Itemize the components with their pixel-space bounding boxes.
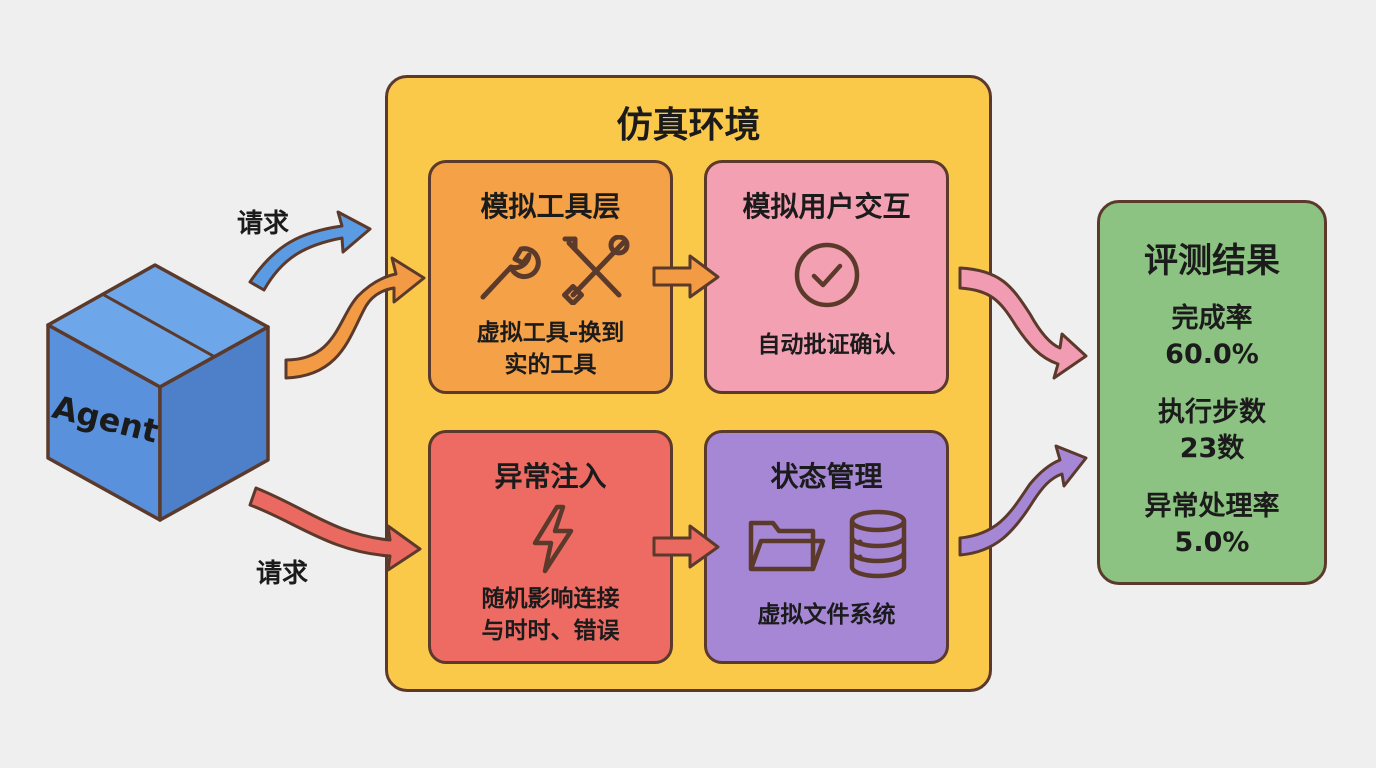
arrow-error-to-state bbox=[652, 524, 720, 569]
evaluation-results-panel: 评测结果 完成率 60.0% 执行步数 23数 异常处理率 5.0% bbox=[1097, 200, 1327, 585]
arrow-agent-to-tools bbox=[284, 256, 426, 380]
card-user-title: 模拟用户交互 bbox=[742, 190, 911, 223]
database-icon bbox=[849, 509, 907, 579]
lightning-icon bbox=[532, 504, 574, 574]
arrow-agent-request-blue bbox=[248, 210, 372, 292]
results-title: 评测结果 bbox=[1144, 241, 1280, 281]
check-circle-icon bbox=[794, 242, 860, 308]
card-tools-desc-line2: 实的工具 bbox=[504, 352, 597, 378]
environment-title: 仿真环境 bbox=[616, 105, 761, 146]
metric-exception-label: 异常处理率 bbox=[1144, 491, 1280, 522]
metric-completion-label: 完成率 bbox=[1171, 303, 1253, 334]
metric-exception-value: 5.0% bbox=[1174, 527, 1250, 558]
card-error-desc-line2: 与时时、错误 bbox=[481, 618, 620, 644]
card-user-desc: 自动批证确认 bbox=[757, 332, 896, 358]
card-simulated-user: 模拟用户交互 自动批证确认 bbox=[704, 160, 949, 394]
tools-cross-icon bbox=[562, 235, 630, 305]
folder-icon bbox=[748, 520, 826, 572]
metric-steps-label: 执行步数 bbox=[1158, 397, 1266, 428]
arrow-state-to-results bbox=[958, 444, 1088, 557]
card-error-desc-line1: 随机影响连接 bbox=[481, 586, 620, 612]
card-error-title: 异常注入 bbox=[494, 460, 607, 493]
agent-cube: Agent bbox=[46, 263, 270, 522]
card-tools-title: 模拟工具层 bbox=[480, 190, 621, 223]
card-state-title: 状态管理 bbox=[770, 460, 883, 493]
metric-completion-value: 60.0% bbox=[1165, 339, 1259, 370]
metric-steps-value: 23数 bbox=[1179, 433, 1245, 464]
card-tools-desc-line1: 虚拟工具-换到 bbox=[476, 320, 625, 346]
arrow-agent-to-error bbox=[248, 486, 422, 572]
request-label-top: 请求 bbox=[237, 209, 290, 239]
arrow-user-to-results bbox=[958, 266, 1088, 380]
card-simulated-tools: 模拟工具层 虚拟工具-换到 实的工具 bbox=[428, 160, 673, 394]
request-label-bottom: 请求 bbox=[256, 559, 309, 589]
wrench-icon bbox=[480, 246, 541, 300]
arrow-tools-to-user bbox=[652, 254, 720, 299]
card-state-management: 状态管理 虚拟文件系统 bbox=[704, 430, 949, 664]
card-error-injection: 异常注入 随机影响连接 与时时、错误 bbox=[428, 430, 673, 664]
card-state-desc: 虚拟文件系统 bbox=[757, 602, 896, 628]
